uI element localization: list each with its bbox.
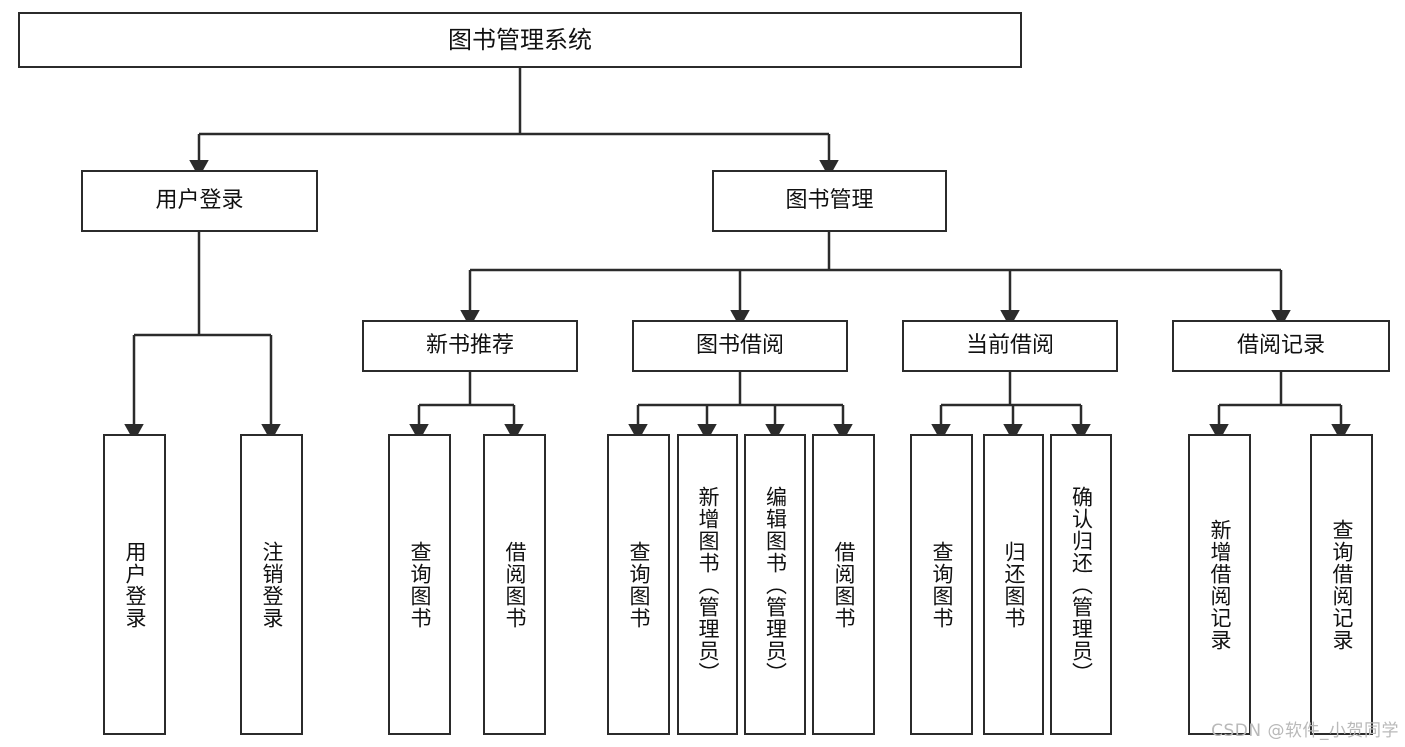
node-label: 编辑图书（管理员） (763, 485, 788, 684)
node-leaf-11-新增借阅记录[interactable]: 新增借阅记录 (1188, 434, 1251, 735)
node-leaf-1-注销登录[interactable]: 注销登录 (240, 434, 303, 735)
node-label: 查询借阅记录 (1330, 518, 1355, 651)
node-leaf-3-借阅图书[interactable]: 借阅图书 (483, 434, 546, 735)
node-label: 确认归还（管理员） (1069, 485, 1094, 684)
connector-lines (124, 68, 1351, 442)
node-leaf-6-编辑图书管理员[interactable]: 编辑图书（管理员） (744, 434, 806, 735)
node-leaf-9-归还图书[interactable]: 归还图书 (983, 434, 1044, 735)
node-label: 新增图书（管理员） (696, 485, 721, 684)
node-label: 查询图书 (930, 540, 955, 629)
node-leaf-8-查询图书[interactable]: 查询图书 (910, 434, 973, 735)
node-l3-新书推荐[interactable]: 新书推荐 (362, 320, 578, 372)
node-label: 当前借阅 (965, 333, 1054, 359)
node-label: 新增借阅记录 (1208, 518, 1233, 651)
node-label: 查询图书 (408, 540, 433, 629)
node-leaf-12-查询借阅记录[interactable]: 查询借阅记录 (1310, 434, 1373, 735)
node-label: 图书管理 (785, 188, 874, 214)
node-l3-借阅记录[interactable]: 借阅记录 (1172, 320, 1390, 372)
node-leaf-0-用户登录[interactable]: 用户登录 (103, 434, 166, 735)
node-label: 查询图书 (627, 540, 652, 629)
node-leaf-5-新增图书管理员[interactable]: 新增图书（管理员） (677, 434, 738, 735)
node-label: 用户登录 (123, 540, 148, 629)
node-label: 图书借阅 (695, 333, 784, 359)
node-l2-用户登录[interactable]: 用户登录 (81, 170, 318, 232)
node-l3-图书借阅[interactable]: 图书借阅 (632, 320, 848, 372)
node-leaf-10-确认归还管理员[interactable]: 确认归还（管理员） (1050, 434, 1112, 735)
node-leaf-4-查询图书[interactable]: 查询图书 (607, 434, 670, 735)
node-label: 用户登录 (155, 188, 244, 214)
node-l3-当前借阅[interactable]: 当前借阅 (902, 320, 1118, 372)
watermark: CSDN @软件_小贺同学 (1211, 721, 1399, 741)
node-label: 注销登录 (260, 540, 285, 629)
node-label: 图书管理系统 (448, 25, 592, 54)
node-leaf-2-查询图书[interactable]: 查询图书 (388, 434, 451, 735)
node-leaf-7-借阅图书[interactable]: 借阅图书 (812, 434, 875, 735)
node-label: 借阅图书 (832, 540, 857, 629)
node-label: 借阅图书 (503, 540, 528, 629)
node-label: 归还图书 (1002, 540, 1027, 629)
node-label: 借阅记录 (1236, 333, 1325, 359)
node-l2-图书管理[interactable]: 图书管理 (712, 170, 947, 232)
node-root-图书管理系统[interactable]: 图书管理系统 (18, 12, 1022, 68)
node-label: 新书推荐 (425, 333, 514, 359)
